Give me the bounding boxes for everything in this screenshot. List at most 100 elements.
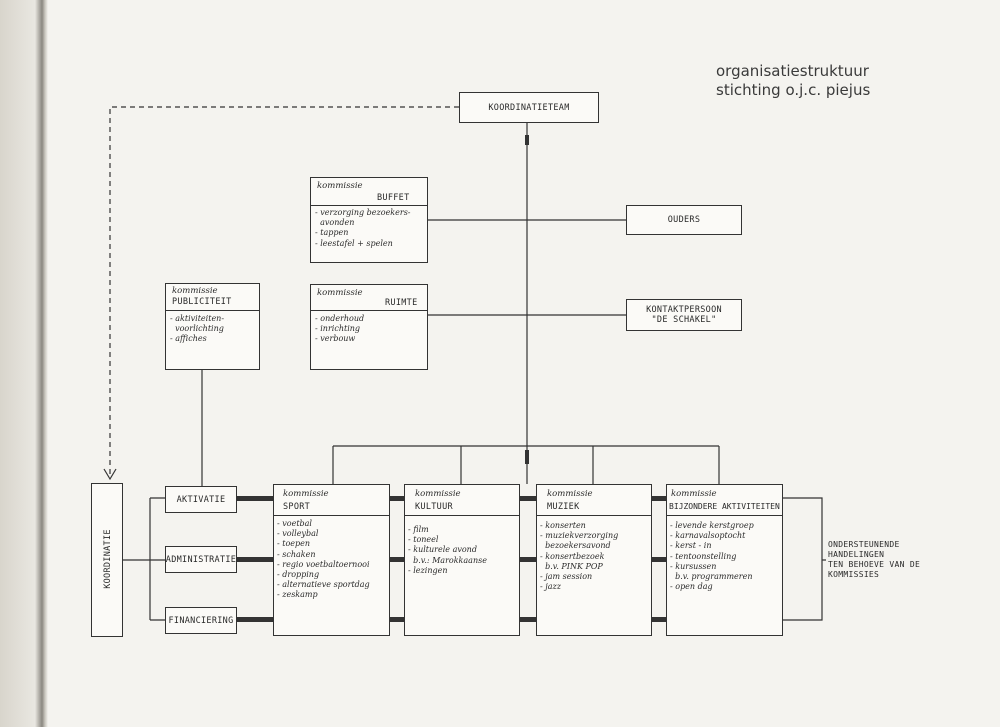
muziek-box: kommissie MUZIEK - konserten- muziekverz… <box>536 484 652 636</box>
sport-items: - voetbal- volleybal- toepen- schaken- r… <box>277 519 370 601</box>
sport-kommissie: kommissie <box>283 489 329 499</box>
bijzondere-item: - open dag <box>670 582 713 592</box>
buffet-divider <box>311 205 427 206</box>
buffet-item: - tappen <box>315 228 349 238</box>
administratie-label: ADMINISTRATIE <box>165 554 237 565</box>
ruimte-name: RUIMTE <box>385 298 418 308</box>
kultuur-item: - kulturele avond <box>408 545 477 555</box>
buffet-item: - verzorging bezoekers- <box>315 208 411 217</box>
koordinatie-label: KOORDINATIE <box>103 529 113 589</box>
buffet-item: avonden <box>315 218 355 228</box>
publiciteit-box: kommissie PUBLICITEIT - aktiviteiten- vo… <box>165 283 260 370</box>
financiering-box: FINANCIERING <box>165 607 237 634</box>
sport-item: - volleybal <box>277 529 319 539</box>
bijzondere-kommissie: kommissie <box>671 489 717 499</box>
buffet-box: kommissie BUFFET - verzorging bezoekers-… <box>310 177 428 263</box>
koordinatieteam-label: KOORDINATIETEAM <box>488 102 570 113</box>
ondersteunende-line: TEN BEHOEVE VAN DE <box>828 560 921 569</box>
muziek-item: - konserten <box>540 521 586 530</box>
kontaktpersoon-line-2: "DE SCHAKEL" <box>651 315 717 325</box>
buffet-name: BUFFET <box>377 193 410 203</box>
bijzondere-items: - levende kerstgroep- karnavalsoptocht- … <box>670 521 754 592</box>
dashed-connector <box>109 106 459 476</box>
publiciteit-item: - affiches <box>170 334 207 344</box>
kultuur-item: b.v.: Marokkaanse <box>408 555 487 565</box>
ondersteunende-line: ONDERSTEUNENDE <box>828 540 900 549</box>
chart-title: organisatiestruktuur stichting o.j.c. pi… <box>716 62 870 100</box>
bijzondere-item: b.v. programmeren <box>670 572 753 582</box>
ruimte-divider <box>311 310 427 311</box>
muziek-name: MUZIEK <box>547 502 580 512</box>
koordinatie-bracket <box>123 497 165 621</box>
ondersteunende-line: KOMMISSIES <box>828 570 880 579</box>
support-bracket <box>783 497 826 621</box>
sport-item: - regio voetbaltoernooi <box>277 559 370 569</box>
muziek-items: - konserten- muziekverzorging bezoekersa… <box>540 521 618 592</box>
buffet-kommissie: kommissie <box>317 181 363 191</box>
buffet-item: - leestafel + spelen <box>315 238 393 248</box>
publiciteit-name: PUBLICITEIT <box>172 297 232 307</box>
ouders-box: OUDERS <box>626 205 742 235</box>
bijzondere-item: - kerst - in <box>670 541 712 551</box>
publiciteit-divider <box>166 310 259 311</box>
administratie-box: ADMINISTRATIE <box>165 546 237 573</box>
ruimte-item: - onderhoud <box>315 314 365 323</box>
title-line-1: organisatiestruktuur <box>716 62 869 80</box>
bijzondere-name: BIJZONDERE AKTIVITEITEN <box>669 502 780 511</box>
publiciteit-items: - aktiviteiten- voorlichting- affiches <box>170 314 224 345</box>
ondersteunende-line: HANDELINGEN <box>828 550 885 559</box>
ruimte-kommissie: kommissie <box>317 288 363 298</box>
sport-name: SPORT <box>283 502 311 512</box>
buffet-items: - verzorging bezoekers- avonden- tappen-… <box>315 208 411 249</box>
muziek-item: bezoekersavond <box>540 541 611 551</box>
kultuur-item: - film <box>408 525 429 534</box>
kultuur-box: kommissie KULTUUR - film- toneel- kultur… <box>404 484 520 636</box>
sport-item: - toepen <box>277 539 311 549</box>
muziek-item: - jam session <box>540 572 593 582</box>
publiciteit-item: - aktiviteiten- <box>170 314 225 323</box>
ouders-label: OUDERS <box>667 215 701 225</box>
koordinatie-box: KOORDINATIE <box>91 483 123 637</box>
sport-item: - voetbal <box>277 519 312 528</box>
koordinatieteam-box: KOORDINATIETEAM <box>459 92 599 123</box>
muziek-kommissie: kommissie <box>547 489 593 499</box>
ruimte-item: - inrichting <box>315 324 361 334</box>
kontaktpersoon-line-1: KONTAKTPERSOON <box>646 305 722 315</box>
kultuur-item: - lezingen <box>408 565 448 575</box>
bijzondere-item: - tentoonstelling <box>670 551 737 561</box>
kultuur-items: - film- toneel- kulturele avond b.v.: Ma… <box>408 525 487 576</box>
kultuur-kommissie: kommissie <box>415 489 461 499</box>
aktivatie-box: AKTIVATIE <box>165 486 237 513</box>
bijzondere-divider <box>667 515 782 516</box>
sport-item: - dropping <box>277 570 320 580</box>
publiciteit-item: voorlichting <box>170 324 224 334</box>
ruimte-items: - onderhoud- inrichting- verbouw <box>315 314 364 345</box>
sport-box: kommissie SPORT - voetbal- volleybal- to… <box>273 484 390 636</box>
title-line-2: stichting o.j.c. piejus <box>716 81 871 99</box>
ruimte-box: kommissie RUIMTE - onderhoud- inrichting… <box>310 284 428 370</box>
sport-item: - schaken <box>277 549 316 559</box>
bijzondere-item: - levende kerstgroep <box>670 521 754 530</box>
kontaktpersoon-box: KONTAKTPERSOON "DE SCHAKEL" <box>626 299 742 331</box>
bijzondere-item: - karnavalsoptocht <box>670 531 746 541</box>
sport-item: - alternatieve sportdag <box>277 580 370 590</box>
aktivatie-label: AKTIVATIE <box>176 494 226 505</box>
sport-item: - zeskamp <box>277 590 318 600</box>
financiering-label: FINANCIERING <box>168 615 234 626</box>
kultuur-name: KULTUUR <box>415 502 453 512</box>
sport-divider <box>274 515 389 516</box>
bijzondere-box: kommissie BIJZONDERE AKTIVITEITEN - leve… <box>666 484 783 636</box>
kultuur-divider <box>405 515 519 516</box>
publiciteit-kommissie: kommissie <box>172 286 218 296</box>
muziek-divider <box>537 515 651 516</box>
muziek-item: - jazz <box>540 582 561 592</box>
muziek-item: - konsertbezoek <box>540 551 605 561</box>
bijzondere-item: - kursussen <box>670 561 717 571</box>
binder-edge <box>0 0 48 727</box>
dashed-arrow <box>103 468 117 481</box>
ruimte-item: - verbouw <box>315 334 356 344</box>
muziek-item: - muziekverzorging <box>540 531 619 541</box>
